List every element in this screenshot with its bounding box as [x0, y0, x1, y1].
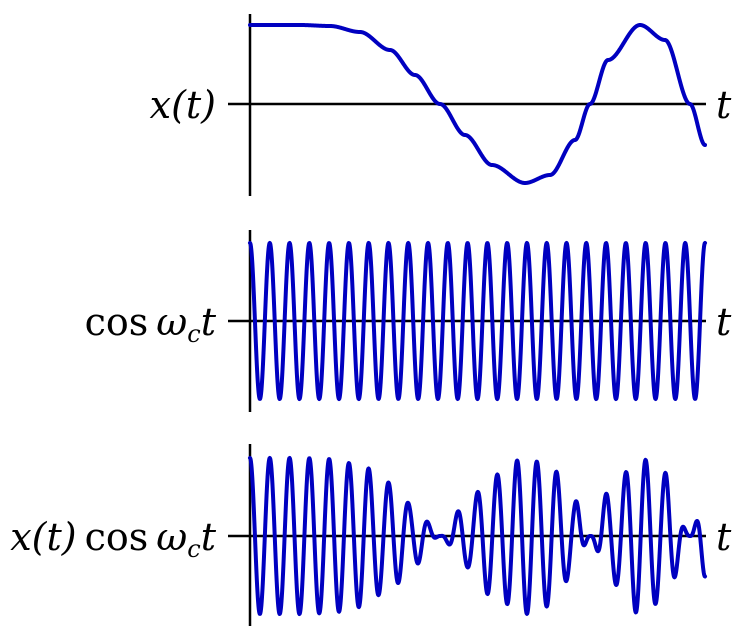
product-curve [248, 456, 707, 616]
t-var-text: t [201, 515, 217, 559]
subscript-c: c [187, 535, 200, 563]
message-curve [248, 23, 707, 185]
t-axis-label-3: t [716, 515, 732, 559]
cos-text: cos [85, 515, 149, 559]
t-var-text: t [201, 300, 217, 344]
panel-message: x(t) t [150, 14, 732, 196]
omega-text: ω [156, 300, 187, 344]
t-axis-label-2: t [716, 300, 732, 344]
carrier-curve [248, 241, 707, 401]
x-of-t-text: x(t) [10, 515, 76, 559]
cos-text: cos [85, 300, 149, 344]
message-label: x(t) [150, 83, 216, 127]
subscript-c: c [187, 320, 200, 348]
omega-text: ω [156, 515, 187, 559]
t-axis-label-1: t [716, 83, 732, 127]
